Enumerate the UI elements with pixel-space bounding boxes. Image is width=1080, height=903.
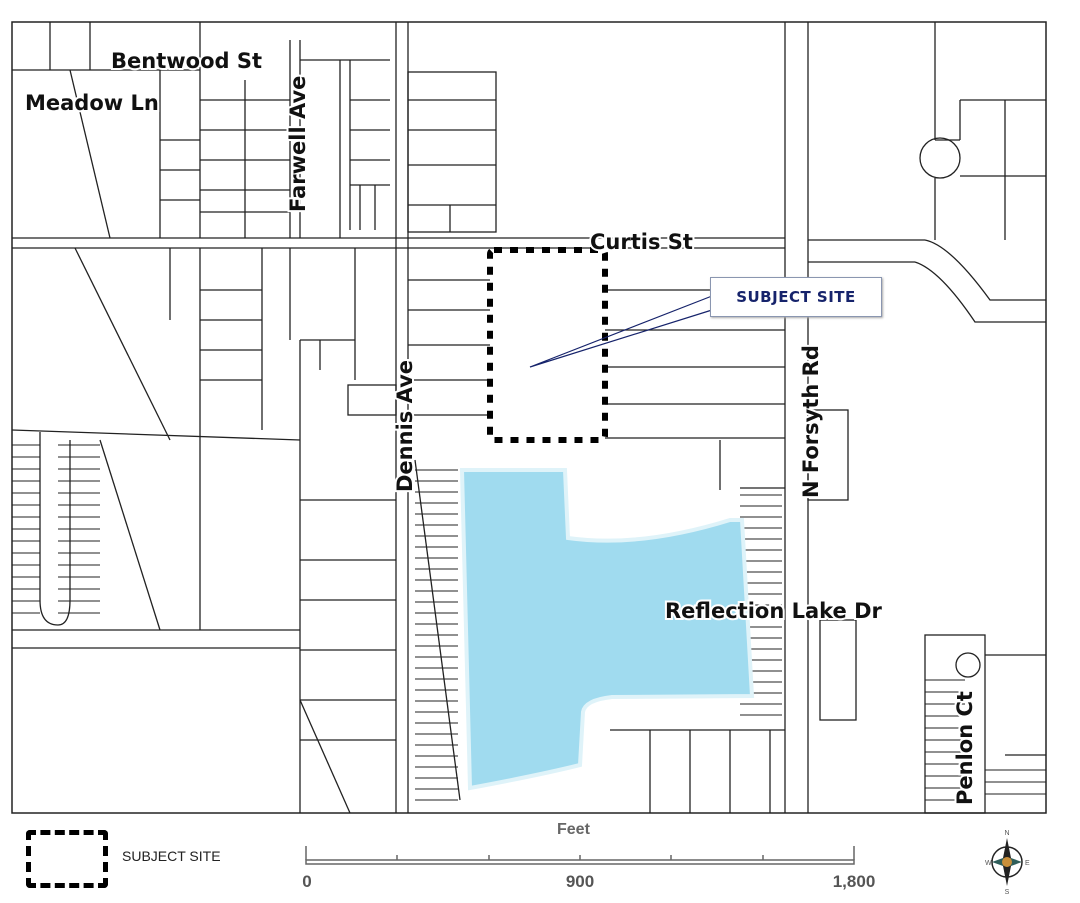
scale-tick-1800: 1,800 xyxy=(832,872,876,891)
parcel-lines xyxy=(11,22,1046,814)
scale-tick-900: 900 xyxy=(565,872,595,891)
svg-text:N: N xyxy=(1004,830,1009,837)
street-label-dennis: Dennis Ave xyxy=(393,360,417,492)
street-label-forsyth: N Forsyth Rd xyxy=(799,345,823,498)
subject-site-callout: SUBJECT SITE xyxy=(710,277,882,317)
svg-text:S: S xyxy=(1005,889,1010,896)
street-label-curtis: Curtis St xyxy=(590,230,693,254)
subject-site-parcel[interactable] xyxy=(487,247,608,443)
svg-text:W: W xyxy=(985,860,992,867)
callout-leader xyxy=(529,295,713,368)
scale-unit: Feet xyxy=(557,821,590,838)
compass-rose-icon: N S W E xyxy=(985,830,1030,896)
reflection-lake xyxy=(459,468,755,791)
street-label-farwell: Farwell Ave xyxy=(286,76,310,212)
legend-subject-site-label: SUBJECT SITE xyxy=(122,848,221,864)
street-label-bentwood: Bentwood St xyxy=(111,49,262,73)
scale-tick-0: 0 xyxy=(302,872,312,891)
street-label-reflection-lake: Reflection Lake Dr xyxy=(665,599,883,623)
scale-bar xyxy=(305,846,855,865)
street-label-meadow: Meadow Ln xyxy=(25,91,159,115)
street-label-penlon: Penlon Ct xyxy=(953,691,977,805)
legend-subject-site-symbol xyxy=(26,830,108,888)
svg-text:E: E xyxy=(1025,860,1030,867)
